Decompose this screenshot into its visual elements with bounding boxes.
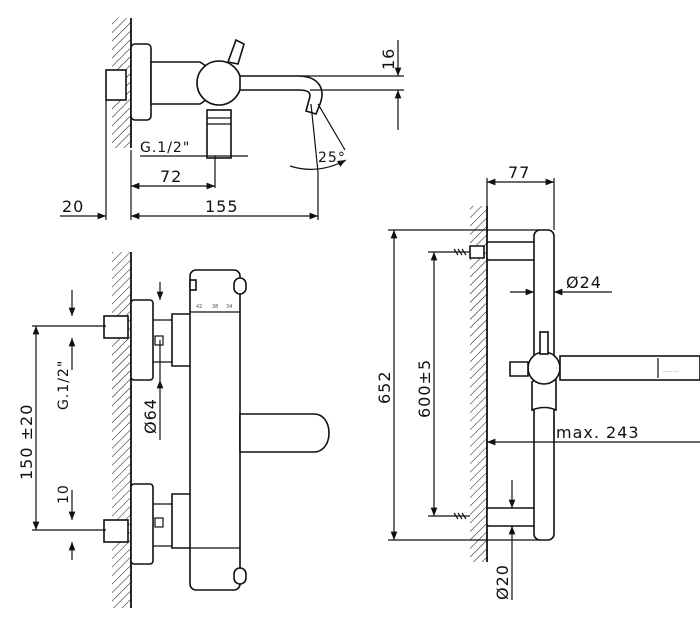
dia-20-label: Ø20 <box>493 564 512 600</box>
dim-16-label: 16 <box>379 48 398 70</box>
side-view: 16 25° G.1/2" 72 20 155 <box>60 18 404 220</box>
dia-64-label: Ø64 <box>141 398 160 434</box>
thread-label-side: G.1/2" <box>140 140 190 156</box>
rail-view: .......... 77 Ø24 652 600±5 max. 243 Ø20 <box>375 163 700 600</box>
front-view: 42 38 34 150 ±20 G.1/2" 10 Ø64 <box>17 252 330 608</box>
dia-24-label: Ø24 <box>566 273 602 292</box>
dim-150-label: 150 ±20 <box>17 404 36 480</box>
svg-text:..........: .......... <box>663 368 679 374</box>
scale-tick-1: 42 <box>196 304 202 310</box>
dim-72-label: 72 <box>160 167 182 186</box>
dim-155-label: 155 <box>205 197 239 216</box>
dim-600-label: 600±5 <box>415 359 434 418</box>
max-243-label: max. 243 <box>556 423 640 442</box>
wall-hatch-front <box>112 252 131 608</box>
scale-tick-2: 38 <box>212 304 218 310</box>
scale-tick-3: 34 <box>226 304 232 310</box>
angle-label: 25° <box>318 150 346 166</box>
thread-label-front: G.1/2" <box>56 360 72 410</box>
dim-77-label: 77 <box>508 163 530 182</box>
dim-10-label: 10 <box>56 484 72 504</box>
wall-hatch-rail <box>470 206 487 562</box>
dim-20-label: 20 <box>62 197 84 216</box>
dim-652-label: 652 <box>375 370 394 404</box>
